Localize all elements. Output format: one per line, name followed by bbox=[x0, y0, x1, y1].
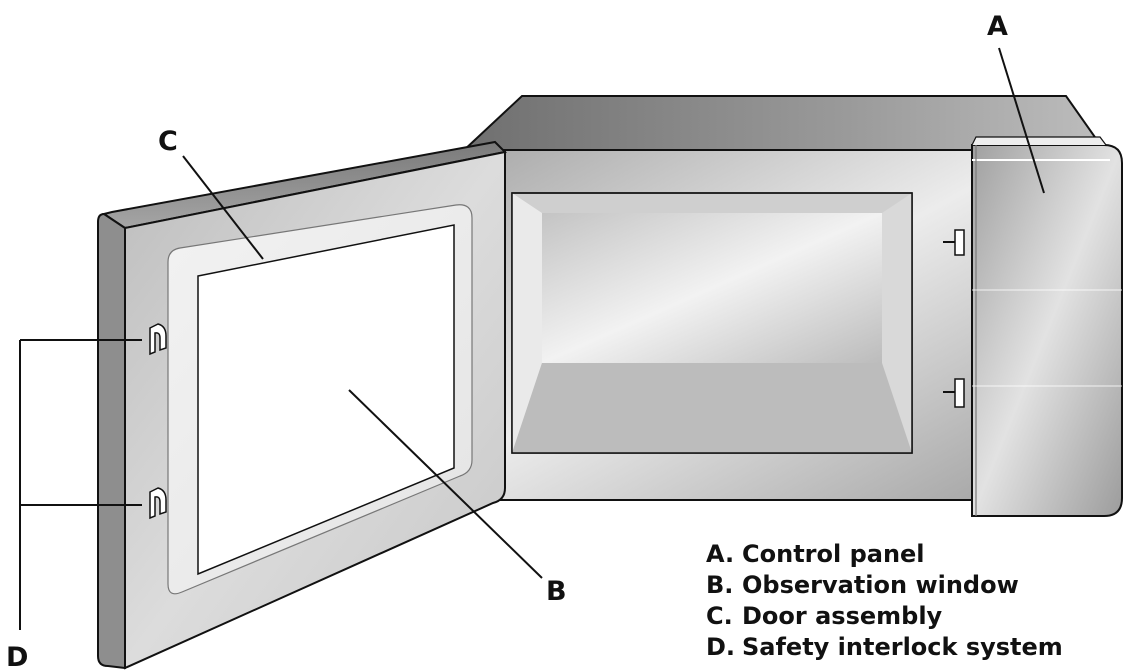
leader-a bbox=[998, 47, 1045, 194]
door bbox=[97, 140, 508, 670]
legend-key: C. bbox=[706, 602, 733, 630]
legend: A. Control panel B. Observation window C… bbox=[706, 539, 1063, 663]
callout-c: C bbox=[158, 126, 178, 157]
cavity-back-wall bbox=[542, 213, 882, 363]
legend-key: D. bbox=[706, 633, 736, 661]
legend-label: Door assembly bbox=[742, 602, 943, 630]
legend-item: B. Observation window bbox=[706, 570, 1063, 601]
latch-receptacle-top bbox=[943, 229, 965, 256]
callout-b: B bbox=[546, 576, 567, 607]
door-side-edge bbox=[97, 212, 126, 670]
cavity-right-wall bbox=[882, 193, 912, 453]
legend-label: Observation window bbox=[742, 571, 1019, 599]
cavity-floor bbox=[512, 363, 912, 453]
leader-b bbox=[348, 389, 543, 579]
legend-item: C. Door assembly bbox=[706, 601, 1063, 632]
legend-key: A. bbox=[706, 540, 735, 568]
leader-c bbox=[182, 155, 264, 260]
legend-label: Safety interlock system bbox=[742, 633, 1063, 661]
callout-a: A bbox=[987, 11, 1008, 42]
legend-key: B. bbox=[706, 571, 734, 599]
leader-lines bbox=[19, 47, 1045, 630]
door-hook-bottom bbox=[149, 487, 167, 520]
door-hook-top bbox=[149, 323, 167, 356]
legend-item: A. Control panel bbox=[706, 539, 1063, 570]
callout-d: D bbox=[6, 642, 28, 670]
control-panel bbox=[971, 144, 1123, 517]
microwave-body bbox=[459, 95, 1123, 517]
latch-receptacle-bottom bbox=[943, 378, 965, 408]
legend-label: Control panel bbox=[742, 540, 925, 568]
legend-item: D. Safety interlock system bbox=[706, 632, 1063, 663]
observation-window bbox=[197, 224, 455, 576]
cavity-left-wall bbox=[512, 193, 542, 453]
